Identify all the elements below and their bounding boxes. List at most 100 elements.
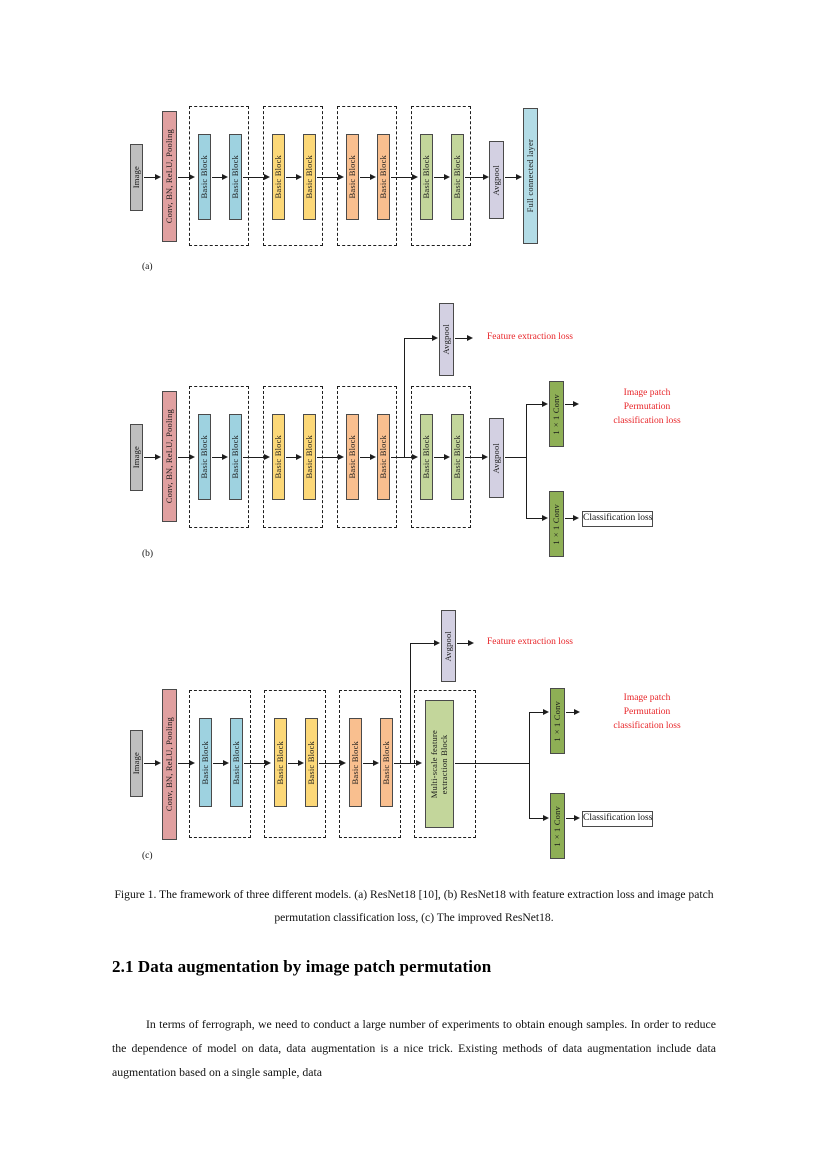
arrow-head-icon bbox=[370, 454, 376, 460]
block-basic-a-4-1: Basic Block bbox=[420, 134, 433, 220]
label-image-patch-permutation-loss-c: Image patch Permutation classification l… bbox=[613, 693, 681, 731]
arrow-line bbox=[243, 177, 266, 179]
block-stem-a: Conv, BN, ReLU, Pooling bbox=[162, 111, 177, 242]
arrow-line bbox=[317, 177, 340, 179]
block-image-c: Image bbox=[130, 730, 143, 797]
block-label: Conv, BN, ReLU, Pooling bbox=[164, 717, 175, 812]
block-basic-b-3-2: Basic Block bbox=[377, 414, 390, 500]
section-heading: 2.1 Data augmentation by image patch per… bbox=[112, 957, 492, 977]
arrow-line bbox=[243, 457, 266, 459]
panel-tag-a: (a) bbox=[142, 262, 153, 272]
split-bus-line bbox=[505, 457, 527, 459]
arrow-head-icon bbox=[222, 454, 228, 460]
stage-group-a-2 bbox=[263, 106, 323, 246]
block-basic-b-2-2: Basic Block bbox=[303, 414, 316, 500]
block-label: Multi-scale feature extraction Block bbox=[428, 729, 449, 799]
branch-line-horizontal bbox=[410, 643, 436, 645]
label-classification-loss-c: Classification loss bbox=[582, 811, 654, 827]
arrow-line bbox=[363, 763, 375, 765]
branch-line-horizontal bbox=[404, 338, 434, 340]
arrow-line bbox=[566, 712, 576, 714]
arrow-line bbox=[465, 457, 484, 459]
arrow-line bbox=[178, 177, 192, 179]
arrow-head-icon bbox=[296, 454, 302, 460]
block-multiscale-c: Multi-scale feature extraction Block bbox=[425, 700, 454, 828]
branch-line-top bbox=[526, 404, 544, 406]
arrow-head-icon bbox=[432, 335, 438, 341]
arrow-head-icon bbox=[573, 515, 579, 521]
arrow-line bbox=[566, 818, 576, 820]
block-conv-bottom-c: 1×1 Conv bbox=[550, 793, 565, 859]
block-label: Basic Block bbox=[231, 740, 242, 785]
block-label: 1×1 Conv bbox=[552, 805, 563, 847]
block-basic-a-3-1: Basic Block bbox=[346, 134, 359, 220]
block-basic-a-2-1: Basic Block bbox=[272, 134, 285, 220]
label-feature-extraction-loss-c: Feature extraction loss bbox=[487, 637, 574, 647]
block-stem-c: Conv, BN, ReLU, Pooling bbox=[162, 689, 177, 840]
figure-panel-b: Image Conv, BN, ReLU, Pooling Basic Bloc… bbox=[130, 303, 681, 559]
branch-line-bottom bbox=[529, 818, 545, 820]
arrow-head-icon bbox=[543, 815, 549, 821]
block-basic-b-3-1: Basic Block bbox=[346, 414, 359, 500]
arrow-line bbox=[565, 404, 575, 406]
block-basic-b-1-1: Basic Block bbox=[198, 414, 211, 500]
block-image-a: Image bbox=[130, 144, 143, 211]
arrow-line bbox=[360, 177, 372, 179]
arrow-line bbox=[434, 177, 446, 179]
arrow-head-icon bbox=[574, 709, 580, 715]
block-conv-top-c: 1×1 Conv bbox=[550, 688, 565, 754]
arrow-head-icon bbox=[467, 335, 473, 341]
body-paragraph: In terms of ferrograph, we need to condu… bbox=[112, 1016, 716, 1080]
block-label: Basic Block bbox=[381, 740, 392, 785]
block-basic-c-2-1: Basic Block bbox=[274, 718, 287, 807]
block-label: Avgpool bbox=[443, 630, 454, 662]
arrow-line bbox=[244, 763, 267, 765]
arrow-line bbox=[319, 763, 342, 765]
block-label: Basic Block bbox=[306, 740, 317, 785]
block-basic-a-2-2: Basic Block bbox=[303, 134, 316, 220]
block-branch-avgpool-b: Avgpool bbox=[439, 303, 454, 376]
block-label: Basic Block bbox=[275, 740, 286, 785]
block-basic-a-4-2: Basic Block bbox=[451, 134, 464, 220]
arrow-head-icon bbox=[264, 454, 270, 460]
panel-tag-b: (b) bbox=[142, 549, 154, 559]
label-classification-loss-b: Classification loss bbox=[582, 511, 654, 527]
arrow-head-icon bbox=[573, 401, 579, 407]
arrow-head-icon bbox=[516, 174, 522, 180]
arrow-head-icon bbox=[542, 515, 548, 521]
branch-line-bottom bbox=[526, 518, 544, 520]
branch-line-vertical bbox=[410, 643, 412, 764]
block-basic-b-4-2: Basic Block bbox=[451, 414, 464, 500]
block-label: Basic Block bbox=[200, 740, 211, 785]
arrow-head-icon bbox=[444, 454, 450, 460]
block-basic-c-3-2: Basic Block bbox=[380, 718, 393, 807]
arrow-line bbox=[288, 763, 300, 765]
arrow-head-icon bbox=[264, 174, 270, 180]
arrow-line bbox=[394, 763, 418, 765]
block-basic-a-1-1: Basic Block bbox=[198, 134, 211, 220]
arrow-line bbox=[212, 457, 224, 459]
block-stem-b: Conv, BN, ReLU, Pooling bbox=[162, 391, 177, 522]
block-conv-bottom-b: 1×1 Conv bbox=[549, 491, 564, 557]
block-fc-a: Full connected layer bbox=[523, 108, 538, 244]
branch-line-vertical bbox=[404, 338, 406, 458]
block-basic-b-4-1: Basic Block bbox=[420, 414, 433, 500]
arrow-line bbox=[286, 177, 298, 179]
arrow-head-icon bbox=[482, 454, 488, 460]
arrow-line bbox=[144, 763, 157, 765]
arrow-line bbox=[317, 457, 340, 459]
arrow-head-icon bbox=[189, 174, 195, 180]
arrow-line bbox=[505, 177, 518, 179]
arrow-line bbox=[178, 457, 192, 459]
arrow-head-icon bbox=[444, 174, 450, 180]
block-conv-top-b: 1×1 Conv bbox=[549, 381, 564, 447]
arrow-head-icon bbox=[543, 709, 549, 715]
figure-panel-c: Image Conv, BN, ReLU, Pooling Basic Bloc… bbox=[130, 610, 681, 861]
arrow-line bbox=[391, 457, 414, 459]
arrow-head-icon bbox=[574, 815, 580, 821]
block-main-avgpool-b: Avgpool bbox=[489, 418, 504, 498]
block-basic-c-3-1: Basic Block bbox=[349, 718, 362, 807]
arrow-head-icon bbox=[155, 454, 161, 460]
block-avgpool-a: Avgpool bbox=[489, 141, 504, 219]
